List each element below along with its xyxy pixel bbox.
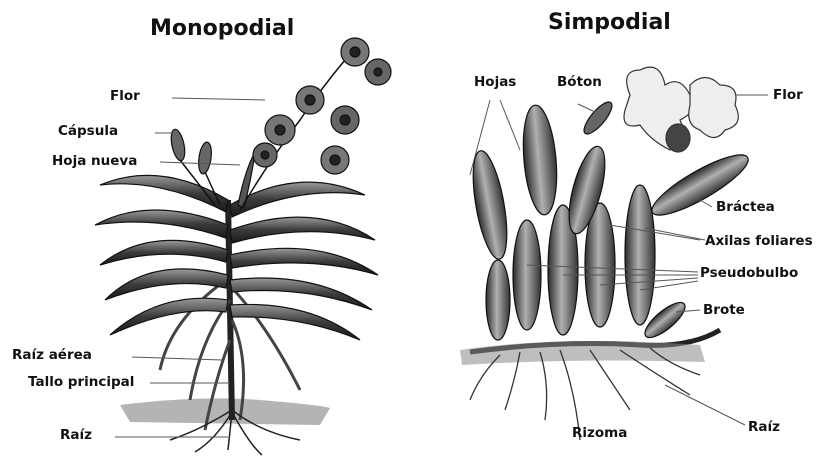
label-raiz-monopodial: Raíz <box>60 427 92 443</box>
label-raiz-aerea: Raíz aérea <box>12 347 92 363</box>
label-capsula: Cápsula <box>58 123 118 139</box>
monopodial-title: Monopodial <box>150 16 294 41</box>
label-rizoma: Rizoma <box>572 425 627 441</box>
mono-ground <box>120 398 330 425</box>
label-hojas: Hojas <box>474 74 516 90</box>
mono-leaves-left <box>95 175 228 335</box>
label-flor-simpodial: Flor <box>773 87 803 103</box>
label-raiz-simpodial: Raíz <box>748 419 780 435</box>
label-bractea: Bráctea <box>716 199 775 215</box>
simp-flowers <box>624 67 738 152</box>
simp-bud <box>580 98 616 138</box>
label-pseudobulbo: Pseudobulbo <box>700 265 798 281</box>
label-brote: Brote <box>703 302 745 318</box>
mono-flowers <box>253 38 391 174</box>
simpodial-title: Simpodial <box>548 10 671 35</box>
label-boton: Bóton <box>557 74 602 90</box>
mono-leaves-right <box>230 182 378 340</box>
label-axilas-foliares: Axilas foliares <box>705 233 813 249</box>
simpodial-plant-drawing <box>460 67 768 440</box>
label-flor-monopodial: Flor <box>110 88 140 104</box>
label-hoja-nueva: Hoja nueva <box>52 153 137 169</box>
label-tallo-principal: Tallo principal <box>28 374 134 390</box>
